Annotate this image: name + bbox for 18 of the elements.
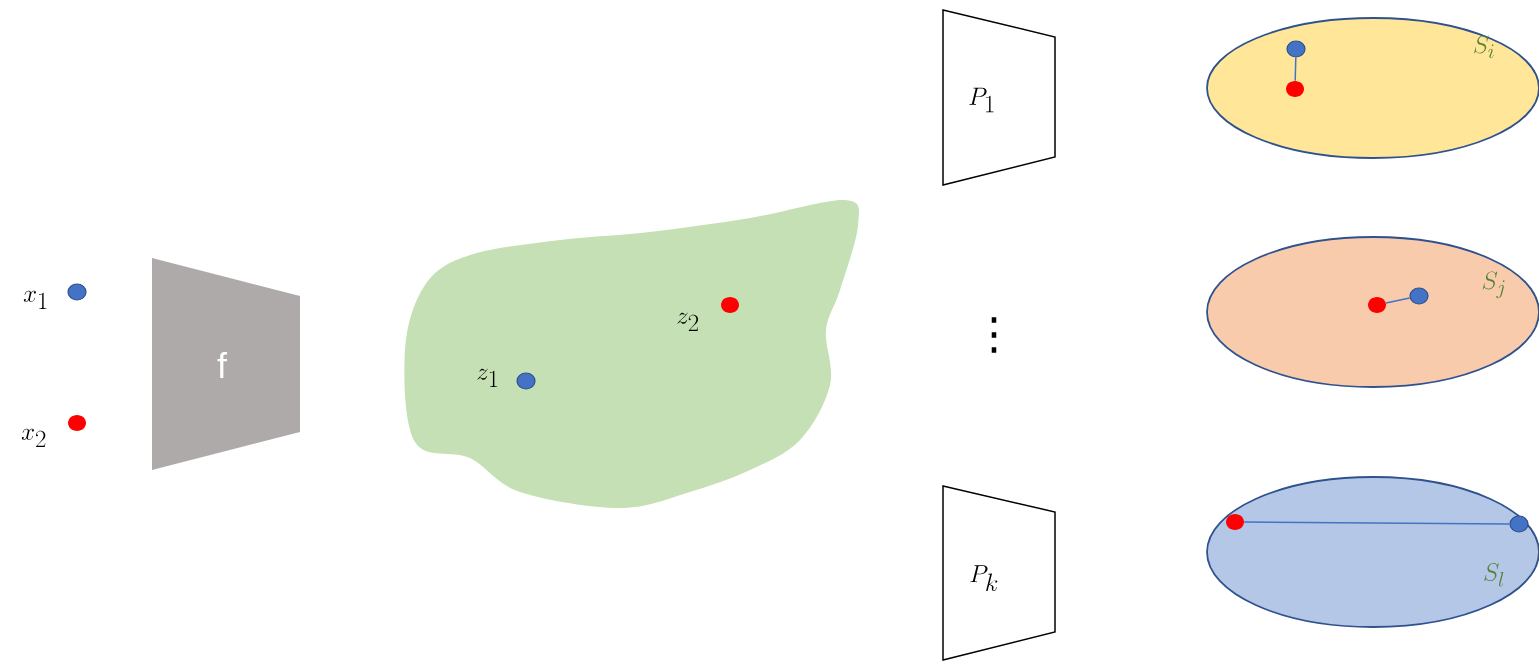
dot (1368, 297, 1386, 313)
connecting-line (1243, 521, 1511, 525)
math-label: $x_1$ (23, 290, 47, 310)
math-label: $z_2$ (677, 312, 699, 332)
ellipse-region: $S_l$ (1206, 476, 1539, 628)
dot (1226, 514, 1244, 530)
dot (1509, 515, 1529, 533)
ellipse-region: $S_j$ (1206, 236, 1539, 388)
connecting-line (1385, 297, 1411, 304)
dot (1286, 81, 1304, 97)
math-label: $z_1$ (477, 368, 498, 388)
dot (1286, 40, 1306, 58)
latent-space-blob (404, 200, 859, 508)
vertical-ellipsis: ⋮ (991, 317, 997, 353)
math-label: $x_2$ (21, 428, 46, 448)
ellipse-region: $S_i$ (1206, 17, 1539, 159)
connecting-line (1294, 56, 1297, 82)
dot (1409, 287, 1429, 305)
